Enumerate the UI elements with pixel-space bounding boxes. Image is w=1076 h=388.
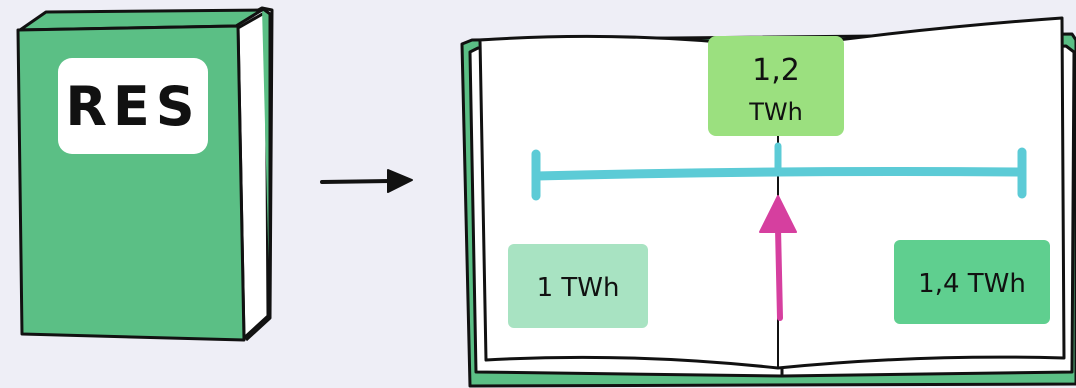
pointer-arrow (759, 195, 797, 321)
low-value-box: 1 TWh (508, 244, 648, 328)
scale-bar (531, 142, 1027, 201)
flow-arrow (320, 169, 413, 193)
mid-value-box: 1,2 TWh (708, 36, 844, 136)
high-value-box: 1,4 TWh (894, 240, 1050, 324)
low-value: 1 TWh (537, 273, 620, 303)
book-title-label (58, 58, 208, 154)
closed-book: RES (16, 6, 274, 342)
mid-unit: TWh (748, 98, 803, 126)
mid-value: 1,2 (752, 53, 800, 88)
book-title: RES (65, 75, 200, 138)
high-value: 1,4 TWh (918, 269, 1026, 299)
